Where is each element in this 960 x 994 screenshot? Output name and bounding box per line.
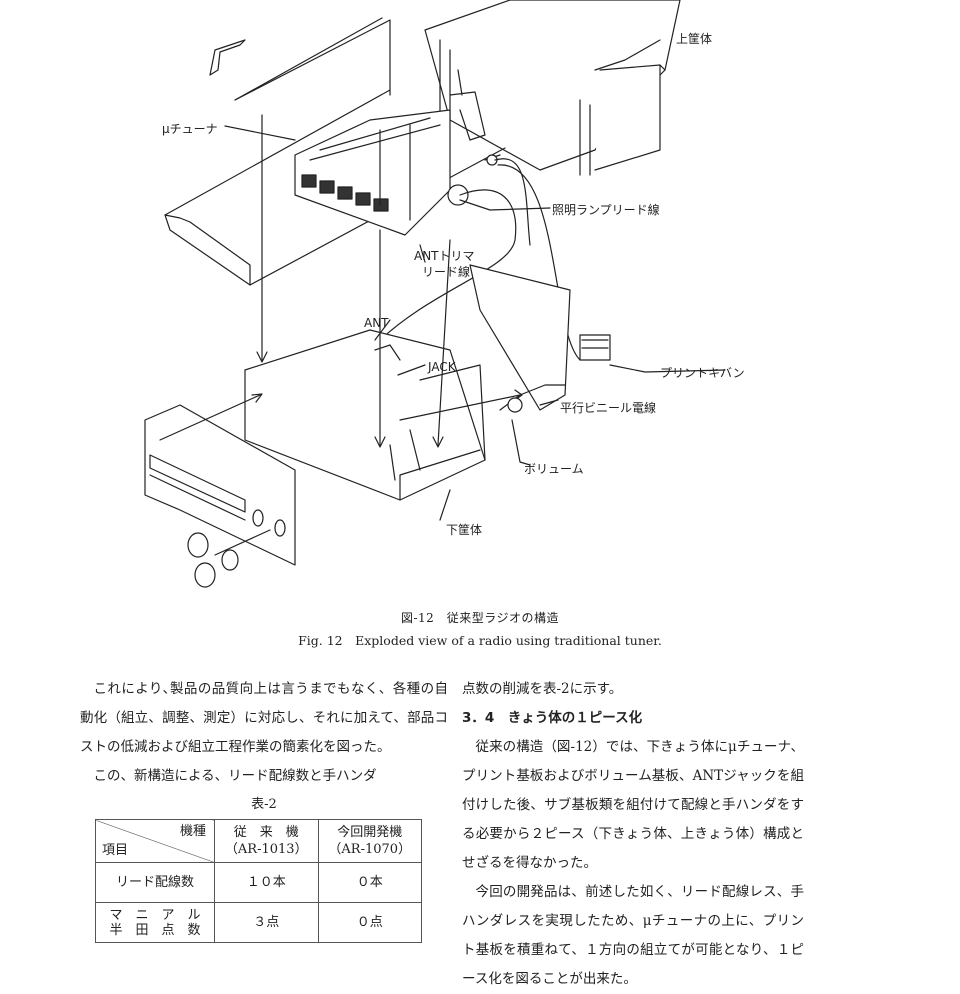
label-lamp-lead: 照明ランプリード線 — [552, 203, 660, 217]
label-lower-case: 下筐体 — [446, 523, 483, 537]
table-corner-cell: 機種 項目 — [95, 819, 215, 863]
label-mu-tuner: μチューナ — [162, 122, 218, 136]
label-ant-trimmer-line2: リード線 — [422, 265, 471, 279]
label-volume: ボリューム — [524, 462, 584, 476]
label-ant-trimmer-line1: ANTトリマ — [414, 249, 475, 263]
figure-caption-jp: 図-12 従来型ラジオの構造 — [400, 611, 560, 625]
row-label-solder-points: マ ニ ア ル 半 田 点 数 — [95, 902, 215, 943]
label-upper-case: 上筐体 — [676, 32, 713, 46]
label-printed-board: プリントキバン — [660, 366, 745, 380]
label-jack: JACK — [428, 360, 456, 374]
cell-solder-conventional: ３点 — [214, 902, 319, 943]
corner-item-label: 項目 — [102, 843, 129, 858]
front-panel-drawing — [144, 404, 296, 566]
mu-tuner-drawing — [294, 109, 469, 236]
row-label-solder-line1: マ ニ ア ル — [109, 907, 201, 923]
cell-solder-new: ０点 — [317, 902, 422, 943]
label-parallel-wire: 平行ビニール電線 — [560, 401, 657, 415]
bracket-drawing — [209, 39, 246, 76]
cell-lead-wires-conventional: １０本 — [214, 862, 319, 903]
exploded-view-drawing — [144, 0, 726, 588]
left-paragraph-1: これにより､製品の品質向上は言うまでもなく、各種の自動化（組立、調整、測定）に対… — [80, 681, 448, 755]
knob-drawing-2 — [194, 562, 216, 588]
section-heading: 3．4 きょう体の１ピース化 — [462, 710, 643, 726]
right-paragraph-continued: 点数の削減を表-2に示す。 — [462, 681, 623, 697]
right-column: 点数の削減を表-2に示す。 3．4 きょう体の１ピース化 従来の構造（図-12）… — [462, 675, 804, 994]
exploded-view-figure: 上筐体 μチューナ 照明ランプリード線 ANTトリマ リード線 ANT JACK… — [120, 0, 800, 600]
right-paragraph-2: 今回の開発品は、前述した如く、リード配線レス、手ハンダレスを実現したため、μチュ… — [462, 884, 804, 987]
corner-model-label: 機種 — [179, 824, 206, 839]
row-label-solder-line2: 半 田 点 数 — [109, 922, 201, 938]
label-ant: ANT — [364, 316, 389, 330]
header-new-name: 今回開発機 — [337, 825, 403, 840]
right-paragraph-1: 従来の構造（図-12）では、下きょう体にμチューナ、プリント基板およびボリューム… — [462, 739, 804, 871]
table-row: リード配線数 １０本 ０本 — [95, 862, 422, 903]
cell-lead-wires-new: ０本 — [317, 862, 422, 903]
lower-case-drawing — [244, 329, 486, 501]
table-header-row: 機種 項目 従 来 機 （AR-1013） 今回開発機 （AR-1070） — [95, 819, 422, 863]
left-column: これにより､製品の品質向上は言うまでもなく、各種の自動化（組立、調整、測定）に対… — [80, 675, 448, 943]
figure-caption-en: Fig. 12 Exploded view of a radio using t… — [298, 633, 662, 648]
side-panel-drawing — [164, 214, 251, 286]
header-conventional-model: （AR-1013） — [224, 842, 308, 857]
table-row: マ ニ ア ル 半 田 点 数 ３点 ０点 — [95, 902, 422, 943]
printed-board-drawing — [469, 264, 611, 411]
header-new: 今回開発機 （AR-1070） — [317, 819, 422, 863]
row-label-lead-wires: リード配線数 — [95, 862, 215, 903]
upper-case-drawing — [424, 0, 681, 176]
header-conventional: 従 来 機 （AR-1013） — [214, 819, 319, 863]
comparison-table: 機種 項目 従 来 機 （AR-1013） 今回開発機 （AR-1070） リー… — [95, 819, 422, 943]
knob-drawing — [187, 532, 209, 558]
left-paragraph-2: この、新構造による、リード配線数と手ハンダ — [93, 768, 377, 784]
header-conventional-name: 従 来 機 — [233, 825, 299, 840]
table-title: 表-2 — [251, 797, 277, 812]
header-new-model: （AR-1070） — [328, 842, 412, 857]
